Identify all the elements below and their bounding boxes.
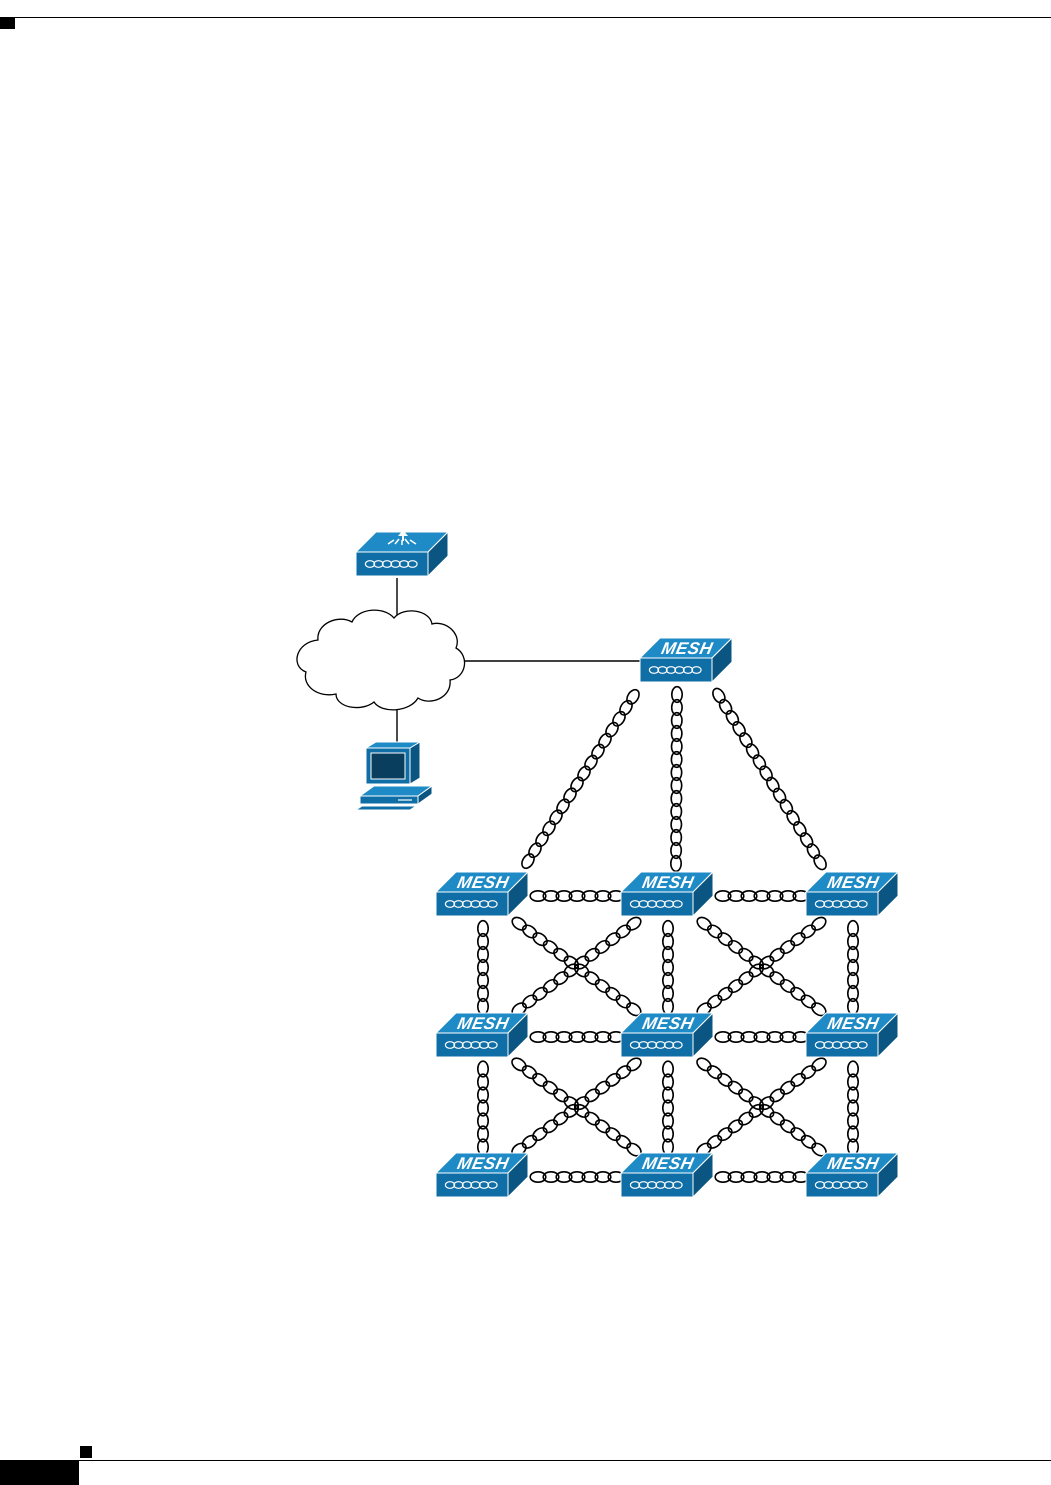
mesh-label: MESH: [826, 1013, 881, 1033]
wireless-link-ap-r2-c1-ap-r3-c1: [478, 1061, 488, 1155]
page-footer: [0, 1446, 1051, 1485]
wireless-link-ap-r2-c2-ap-r3-c1: [510, 1056, 644, 1159]
mesh-label: MESH: [456, 1153, 511, 1173]
ap-r2-c1-node: mesh-access-point-iconMESH: [436, 1013, 528, 1057]
ap-r3-c1-node: mesh-access-point-iconMESH: [436, 1153, 528, 1197]
wireless-link-ap-r2-c2-ap-r3-c3: [695, 1056, 829, 1159]
wireless-link-ap-r1-c3-ap-r2-c2: [695, 915, 828, 1018]
mesh-label: MESH: [456, 872, 511, 892]
ap-r1-c1-node: mesh-access-point-iconMESH: [436, 872, 528, 916]
workstation-icon: [356, 742, 432, 810]
network-cloud-icon: [297, 610, 465, 710]
wireless-link-ap-r1-c2-ap-r2-c1: [510, 915, 643, 1018]
wireless-link-root-ap-ap-r1-c2: [671, 687, 682, 872]
mesh-label: MESH: [826, 872, 881, 892]
mesh-label: MESH: [660, 638, 715, 658]
mesh-label: MESH: [641, 1013, 696, 1033]
wireless-link-ap-r1-c2-ap-r2-c2: [663, 921, 673, 1015]
wireless-link-ap-r1-c1-ap-r2-c1: [478, 921, 488, 1015]
wireless-link-ap-r2-c1-ap-r2-c2: [530, 1032, 624, 1042]
wireless-link-ap-r1-c1-ap-r2-c2: [510, 915, 643, 1018]
wireless-link-ap-r2-c2-ap-r3-c2: [663, 1061, 673, 1155]
footer-marker: [80, 1446, 92, 1458]
wireless-link-ap-r2-c3-ap-r3-c3: [848, 1061, 858, 1155]
wireless-link-ap-r1-c1-ap-r1-c2: [530, 891, 624, 901]
mesh-label: MESH: [456, 1013, 511, 1033]
footer-page-tab: [0, 1461, 79, 1485]
header-corner-marker: [0, 18, 15, 29]
mesh-label: MESH: [826, 1153, 881, 1173]
wireless-link-ap-r2-c3-ap-r3-c2: [695, 1056, 829, 1159]
wireless-link-root-ap-ap-r1-c3: [710, 686, 828, 871]
root-ap-node: mesh-access-point-iconMESH: [640, 638, 732, 682]
wireless-link-ap-r1-c2-ap-r1-c3: [715, 891, 809, 901]
wireless-link-ap-r2-c2-ap-r2-c3: [715, 1032, 809, 1042]
wireless-lan-controller-icon: [356, 530, 448, 576]
wireless-link-root-ap-ap-r1-c1: [519, 688, 641, 871]
wireless-link-ap-r3-c2-ap-r3-c3: [715, 1172, 809, 1182]
mesh-label: MESH: [641, 872, 696, 892]
wireless-link-ap-r3-c1-ap-r3-c2: [530, 1172, 624, 1182]
wireless-link-ap-r1-c3-ap-r2-c3: [848, 921, 858, 1015]
page-header: [0, 18, 1051, 30]
mesh-label: MESH: [641, 1153, 696, 1173]
wireless-link-ap-r2-c1-ap-r3-c2: [510, 1056, 644, 1159]
wireless-link-ap-r1-c2-ap-r2-c3: [695, 915, 828, 1018]
